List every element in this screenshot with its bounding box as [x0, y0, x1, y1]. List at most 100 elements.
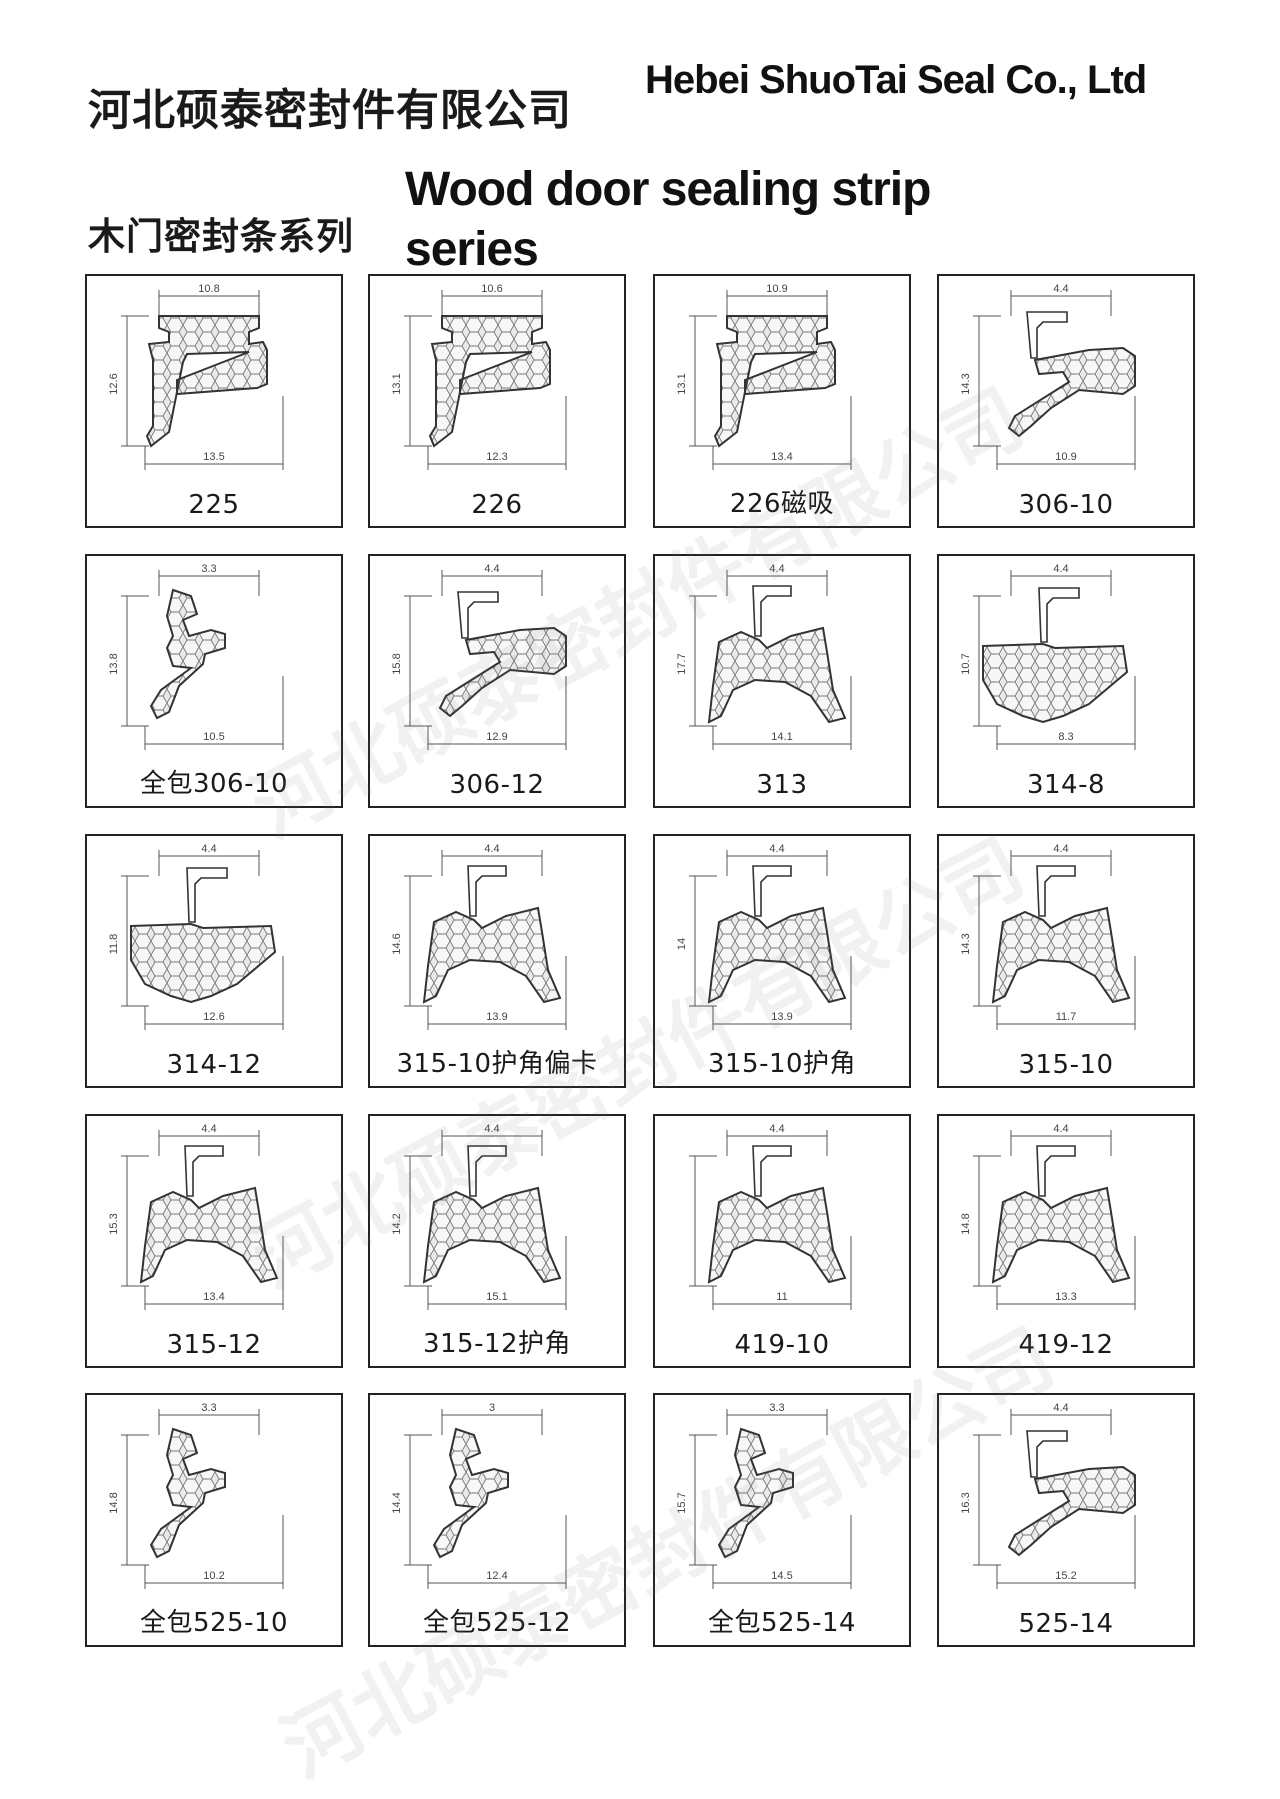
dim-bottom-label: 12.6: [203, 1011, 224, 1023]
dim-top-label: 4.4: [769, 563, 784, 575]
product-model-label: 226磁吸: [729, 489, 835, 519]
product-model-label: 315-12护角: [422, 1329, 572, 1359]
product-model-label: 全包525-10: [139, 1608, 289, 1638]
product-model-label: 314-12: [166, 1050, 262, 1080]
company-name-en: Hebei ShuoTai Seal Co., Ltd: [645, 58, 1147, 102]
dim-side-label: 11.8: [108, 934, 120, 955]
product-model-label: 315-12: [166, 1330, 262, 1360]
seal-profile-drawing: 10.6 13.1 12.3: [391, 283, 567, 470]
dim-side-label: 10.7: [960, 653, 972, 674]
dim-top-label: 4.4: [484, 563, 499, 575]
dim-bottom-label: 11.7: [1056, 1011, 1077, 1023]
seal-profile-drawing: 4.4 14.3 10.9: [960, 283, 1136, 470]
dim-bottom-label: 15.2: [1055, 1570, 1076, 1582]
dim-top-label: 4.4: [769, 843, 784, 855]
dim-top-label: 4.4: [201, 843, 216, 855]
dim-top-label: 4.4: [484, 1123, 499, 1135]
dim-side-label: 15.8: [391, 653, 403, 674]
dim-side-label: 14.3: [960, 373, 972, 394]
seal-profile-drawing: 4.4 14.3 11.7: [960, 843, 1136, 1030]
dim-side-label: 17.7: [676, 653, 688, 674]
dim-bottom-label: 13.4: [771, 451, 792, 463]
dim-bottom-label: 12.4: [486, 1570, 507, 1582]
product-model-label: 306-12: [449, 770, 545, 800]
product-model-label: 225: [188, 490, 240, 520]
dim-bottom-label: 10.9: [1055, 451, 1076, 463]
product-card: 10.9 13.1 13.4 226磁吸: [653, 274, 911, 528]
seal-profile-drawing: 3.315.714.5: [676, 1402, 852, 1589]
series-title-en: Wood door sealing strip series: [405, 163, 931, 276]
product-model-label: 306-10: [1018, 490, 1114, 520]
dim-side-label: 15.7: [676, 1492, 688, 1513]
product-card: 4.4 11.8 12.6 314-12: [85, 834, 343, 1088]
dim-top-label: 4.4: [484, 843, 499, 855]
dim-bottom-label: 10.2: [203, 1570, 224, 1582]
seal-profile-drawing: 4.4 15.8 12.9: [391, 563, 567, 750]
dim-top-label: 4.4: [1053, 563, 1068, 575]
dim-bottom-label: 13.3: [1055, 1291, 1076, 1303]
dim-top-label: 10.6: [481, 283, 502, 295]
dim-top-label: 3.3: [769, 1402, 784, 1414]
dim-side-label: 14.6: [391, 933, 403, 954]
dim-top-label: 4.4: [1053, 843, 1068, 855]
dim-top-label: 4.4: [1053, 283, 1068, 295]
dim-top-label: 4.4: [1053, 1402, 1068, 1414]
dim-top-label: 4.4: [1053, 1123, 1068, 1135]
dim-bottom-label: 12.3: [486, 451, 507, 463]
dim-side-label: 13.1: [676, 373, 688, 394]
product-model-label: 525-14: [1018, 1609, 1114, 1639]
dim-side-label: 14.4: [391, 1492, 403, 1513]
seal-profile-drawing: 3.3 14.8 10.2: [108, 1402, 284, 1589]
dim-bottom-label: 8.3: [1058, 731, 1073, 743]
dim-top-label: 10.8: [198, 283, 219, 295]
dim-side-label: 15.3: [108, 1213, 120, 1234]
product-model-label: 419-12: [1018, 1330, 1114, 1360]
seal-profile-drawing: 4.411: [689, 1123, 852, 1310]
seal-profile-drawing: 4.417.714.1: [676, 563, 852, 750]
seal-profile-drawing: 3 14.4 12.4: [391, 1402, 567, 1589]
product-model-label: 315-10护角偏卡: [396, 1049, 598, 1079]
seal-profile-drawing: 4.414.215.1: [391, 1123, 567, 1310]
seal-profile-drawing: 4.4 11.8 12.6: [108, 843, 284, 1030]
dim-side-label: 14.2: [391, 1213, 403, 1234]
dim-bottom-label: 10.5: [203, 731, 224, 743]
product-model-label: 314-8: [1026, 770, 1106, 800]
dim-top-label: 3.3: [201, 1402, 216, 1414]
product-card: 4.4 10.7 8.3 314-8: [937, 554, 1195, 808]
dim-top-label: 3: [489, 1402, 495, 1414]
product-model-label: 419-10: [734, 1330, 830, 1360]
seal-profile-drawing: 10.9 13.1 13.4: [676, 283, 852, 470]
dim-bottom-label: 13.9: [771, 1011, 792, 1023]
seal-profile-drawing: 4.4 14.6 13.9: [391, 843, 567, 1030]
dim-bottom-label: 12.9: [486, 731, 507, 743]
dim-side-label: 14.8: [108, 1492, 120, 1513]
dim-side-label: 16.3: [960, 1492, 972, 1513]
dim-side-label: 14.3: [960, 933, 972, 954]
product-card: 4.4 14.6 13.9 315-10护角偏卡: [368, 834, 626, 1088]
product-card: 3.3 14.8 10.2 全包525-10: [85, 1393, 343, 1647]
dim-side-label: 13.1: [391, 373, 403, 394]
dim-bottom-label: 13.9: [486, 1011, 507, 1023]
product-model-label: 全包525-12: [422, 1608, 572, 1638]
company-name-cn: 河北硕泰密封件有限公司: [88, 86, 572, 136]
product-card: 4.4 16.3 15.2 525-14: [937, 1393, 1195, 1647]
seal-profile-drawing: 3.3 13.8 10.5: [108, 563, 284, 750]
dim-bottom-label: 13.5: [203, 451, 224, 463]
dim-side-label: 13.8: [108, 653, 120, 674]
seal-profile-drawing: 10.812.613.5: [108, 283, 284, 470]
product-model-label: 全包306-10: [139, 769, 289, 799]
dim-top-label: 3.3: [201, 563, 216, 575]
product-model-label: 226: [471, 490, 523, 520]
dim-top-label: 10.9: [766, 283, 787, 295]
seal-profile-drawing: 4.4 16.3 15.2: [960, 1402, 1136, 1589]
